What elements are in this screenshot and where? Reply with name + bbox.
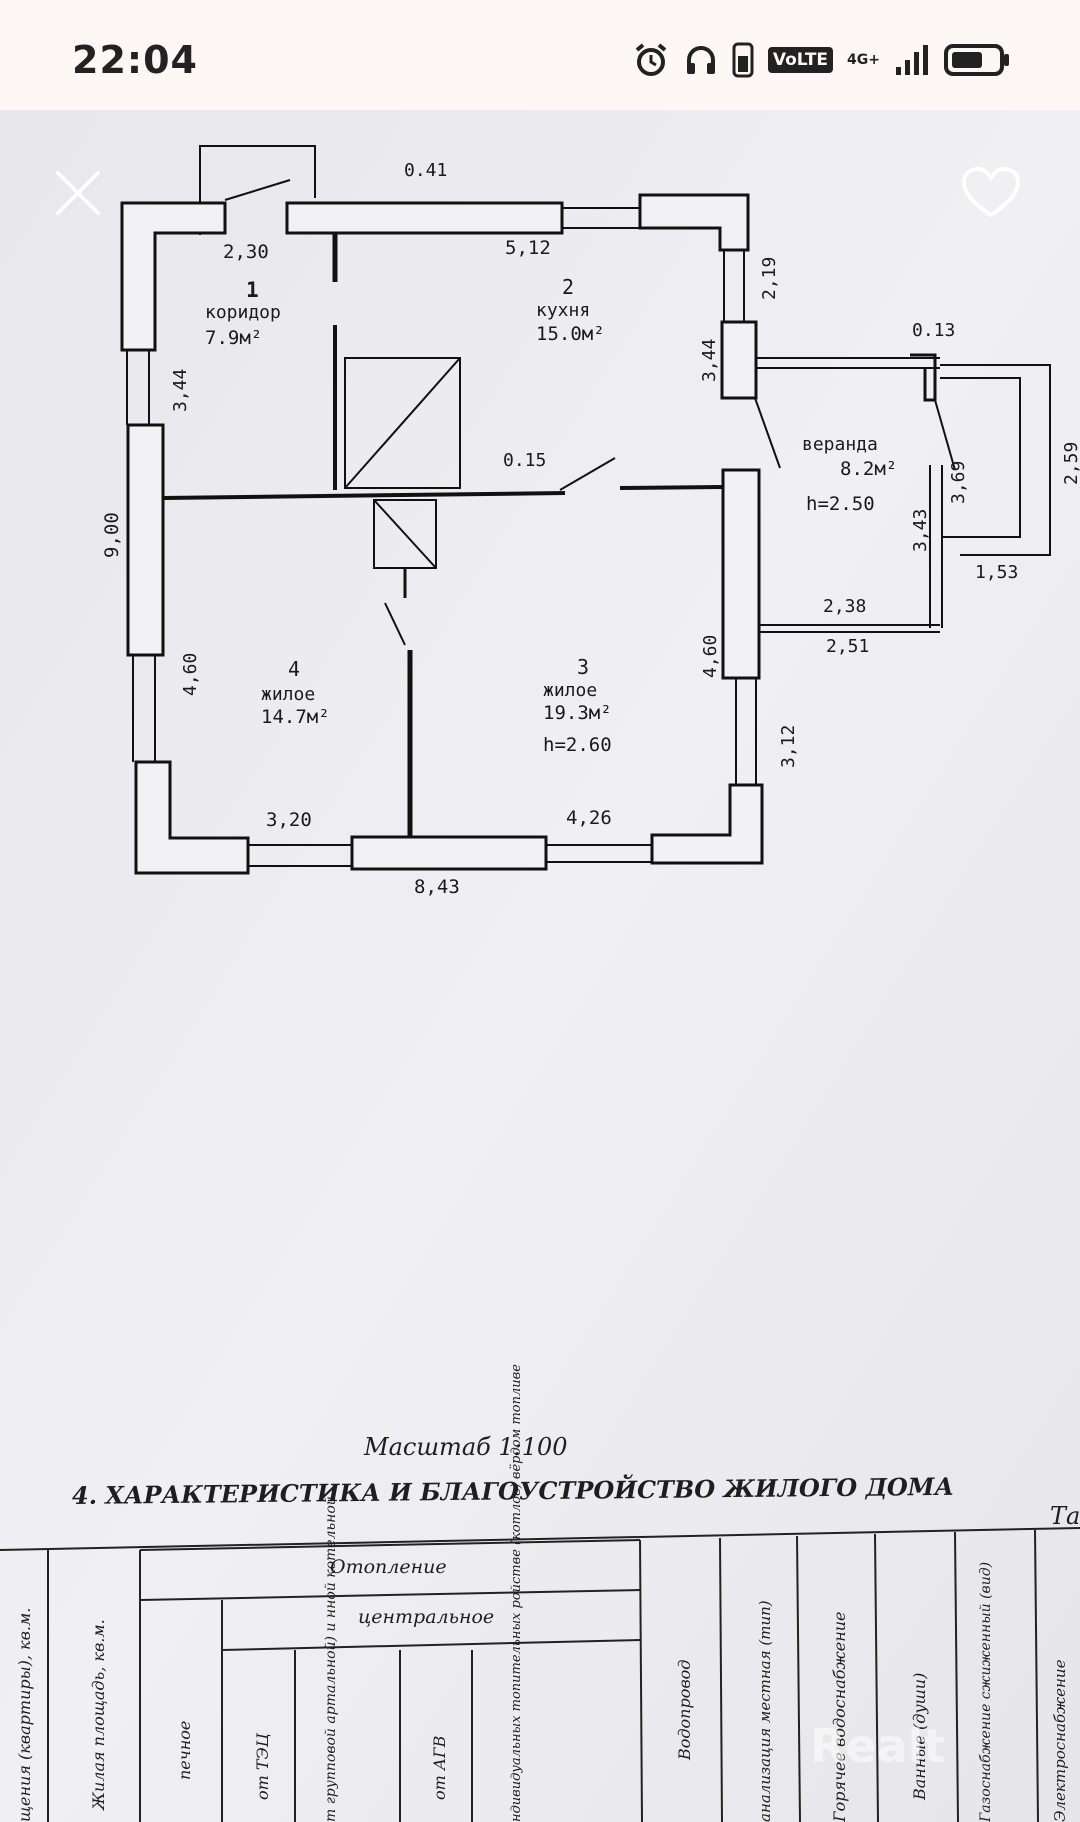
table-header-column: Газоснабжение сжиженный (вид) xyxy=(978,1562,994,1822)
network-type: 4G+ xyxy=(847,52,880,68)
table-header-column: т групповой артальной) и нной котельной xyxy=(323,1496,339,1822)
room-3-area: 19.3м² xyxy=(543,702,612,724)
dimension-label: 3,44 xyxy=(699,339,720,382)
photo-viewer[interactable]: 1 коридор 7.9м² 2 кухня 15.0м² 3 жилое 1… xyxy=(0,110,1080,1822)
room-4-name: жилое xyxy=(261,684,315,705)
dimension-label: 4,60 xyxy=(180,653,201,696)
table-corner-label: Та xyxy=(1050,1502,1080,1530)
dimension-label: 3,44 xyxy=(170,369,191,412)
table-header-column: Электроснабжение xyxy=(1051,1659,1069,1822)
dimension-label: 2,30 xyxy=(223,241,269,263)
room-1-area: 7.9м² xyxy=(205,327,262,349)
room-3-name: жилое xyxy=(543,680,597,701)
close-icon xyxy=(56,171,100,215)
room-2-number: 2 xyxy=(562,275,574,299)
room-1-number: 1 xyxy=(246,278,259,302)
table-header-column: Жилая площадь, кв.м. xyxy=(89,1619,108,1811)
room-2-area: 15.0м² xyxy=(536,323,605,345)
scale-label: Масштаб 1:100 xyxy=(363,1433,568,1461)
room-1-name: коридор xyxy=(205,302,281,323)
veranda-height: h=2.50 xyxy=(806,493,875,515)
dimension-label: 0.13 xyxy=(912,320,955,341)
headphones-icon xyxy=(686,46,715,74)
floor-plan-photo: 1 коридор 7.9м² 2 кухня 15.0м² 3 жилое 1… xyxy=(0,110,1080,1822)
room-labels: 1 коридор 7.9м² 2 кухня 15.0м² 3 жилое 1… xyxy=(205,275,897,756)
dimension-label: 1,53 xyxy=(975,562,1018,583)
dimension-label: 2,51 xyxy=(826,636,869,657)
dimension-label: 2,59 xyxy=(1061,442,1080,485)
dimension-label: 2,38 xyxy=(823,596,866,617)
watermark: Realt xyxy=(810,1719,945,1773)
table-header-column: Горячее водоснабжение xyxy=(830,1611,849,1822)
plan-dimensions: 0.41 2,30 5,12 2,19 3,44 3,44 0.13 0.15 … xyxy=(101,160,1080,898)
volte-badge: VoLTE xyxy=(767,47,834,73)
table-header-heating: Отопление xyxy=(330,1556,447,1578)
veranda-name: веранда xyxy=(802,434,878,455)
room-2-name: кухня xyxy=(536,300,590,321)
plan-walls xyxy=(120,145,1051,875)
dimension-label: 3,43 xyxy=(910,509,931,552)
status-icons: VoLTE 4G+ xyxy=(632,40,1010,80)
heart-icon xyxy=(962,167,1020,217)
table-header-column: от ТЭЦ xyxy=(253,1732,272,1800)
room-3-height: h=2.60 xyxy=(543,734,612,756)
table-header-column: печное xyxy=(175,1721,194,1780)
dimension-label: 3,69 xyxy=(948,461,969,504)
room-4-number: 4 xyxy=(288,657,300,681)
dimension-label: 4,60 xyxy=(700,635,721,678)
dimension-label: 3,20 xyxy=(266,809,312,831)
table-header-column: Ванные (души) xyxy=(910,1673,929,1801)
dimension-label: 9,00 xyxy=(101,512,123,558)
favorite-button[interactable] xyxy=(960,165,1030,235)
dimension-label: 4,26 xyxy=(566,807,612,829)
table-header-column: ндивидуальных топительных ройстве (котло… xyxy=(509,1364,524,1822)
phone-battery-icon xyxy=(732,42,754,78)
dimension-label: 3,12 xyxy=(778,725,799,768)
characteristics-table xyxy=(0,1527,1080,1822)
table-header-column: Водопровод xyxy=(675,1660,694,1761)
status-bar: 22:04 VoLTE 4G+ xyxy=(0,0,1080,110)
veranda-area: 8.2м² xyxy=(840,458,897,480)
close-button[interactable] xyxy=(50,165,120,235)
table-header-central: центральное xyxy=(358,1606,494,1628)
dimension-label: 0.41 xyxy=(404,160,447,181)
table-headers: Отопление центральное щения (квартиры), … xyxy=(15,1364,1069,1822)
dimension-label: 8,43 xyxy=(414,876,460,898)
dimension-label: 5,12 xyxy=(505,237,551,259)
alarm-icon xyxy=(635,43,667,76)
table-header-column: от АГВ xyxy=(430,1735,449,1800)
table-header-column: анализация местная (тип) xyxy=(756,1600,774,1822)
battery-icon xyxy=(944,44,1009,76)
table-header-column: щения (квартиры), кв.м. xyxy=(15,1608,34,1822)
room-3-number: 3 xyxy=(577,655,589,679)
dimension-label: 2,19 xyxy=(759,257,780,300)
status-time: 22:04 xyxy=(72,38,198,82)
dimension-label: 0.15 xyxy=(503,450,546,471)
signal-icon xyxy=(896,45,928,75)
room-4-area: 14.7м² xyxy=(261,706,330,728)
